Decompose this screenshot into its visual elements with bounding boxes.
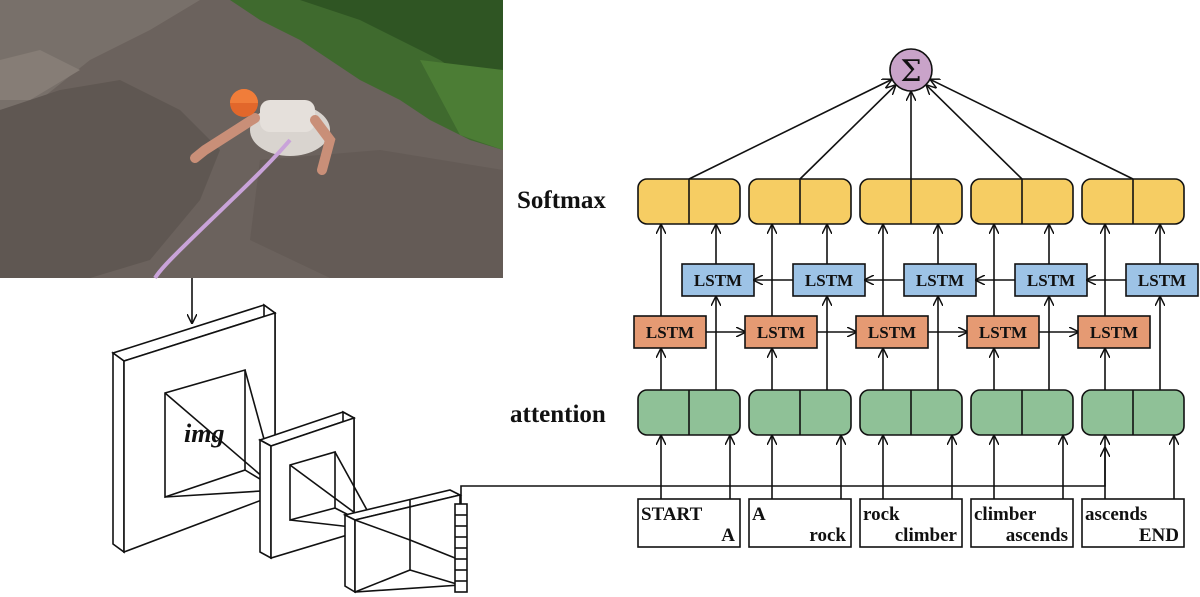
- cnn-layer-2-left-edge: [259, 438, 272, 560]
- token-box: [748, 498, 852, 548]
- lstm-forward-cell: [1077, 315, 1151, 349]
- lstm-backward-label: LSTM: [805, 271, 853, 290]
- token-top-word: A: [752, 504, 766, 525]
- token-box: [637, 498, 741, 548]
- lstm-backward-cell: [1125, 263, 1199, 297]
- climber-photo: [0, 0, 503, 280]
- softmax-to-sum-arrow: [688, 80, 891, 180]
- lstm-backward-label: LSTM: [694, 271, 742, 290]
- token-bottom-word: climber: [895, 525, 958, 546]
- sum-symbol: Σ: [900, 54, 921, 89]
- lstm-forward-cell: [744, 315, 818, 349]
- softmax-label: Softmax: [517, 187, 606, 214]
- cnn-stack: [111, 303, 468, 594]
- token-bottom-word: rock: [809, 525, 846, 546]
- img-label: img: [184, 419, 224, 448]
- softmax-to-sum-arrow: [927, 85, 1023, 180]
- lstm-backward-label: LSTM: [1027, 271, 1075, 290]
- lstm-backward-cell: [1014, 263, 1088, 297]
- attention-label: attention: [510, 401, 606, 428]
- token-box: [970, 498, 1074, 548]
- token-top-word: ascends: [1085, 504, 1147, 525]
- feature-to-attention-line: [460, 448, 1105, 504]
- lstm-backward-label: LSTM: [1138, 271, 1186, 290]
- token-top-word: climber: [974, 504, 1037, 525]
- cnn-layer-3-left-edge: [344, 513, 356, 594]
- token-top-word: START: [641, 504, 703, 525]
- lstm-forward-cell: [633, 315, 707, 349]
- token-box: [859, 498, 963, 548]
- softmax-to-sum-arrow: [931, 80, 1134, 180]
- lstm-forward-cell: [855, 315, 929, 349]
- token-bottom-word: A: [721, 525, 735, 546]
- cnn-layer-1-left-edge: [112, 351, 125, 554]
- lstm-forward-label: LSTM: [868, 323, 916, 342]
- token-bottom-word: ascends: [1006, 525, 1068, 546]
- token-box: [1081, 498, 1185, 548]
- lstm-forward-label: LSTM: [757, 323, 805, 342]
- lstm-forward-label: LSTM: [979, 323, 1027, 342]
- lstm-backward-label: LSTM: [916, 271, 964, 290]
- token-top-word: rock: [863, 504, 900, 525]
- softmax-to-sum-arrow: [799, 85, 895, 180]
- token-bottom-word: END: [1139, 525, 1179, 546]
- lstm-forward-label: LSTM: [1090, 323, 1138, 342]
- lstm-forward-label: LSTM: [646, 323, 694, 342]
